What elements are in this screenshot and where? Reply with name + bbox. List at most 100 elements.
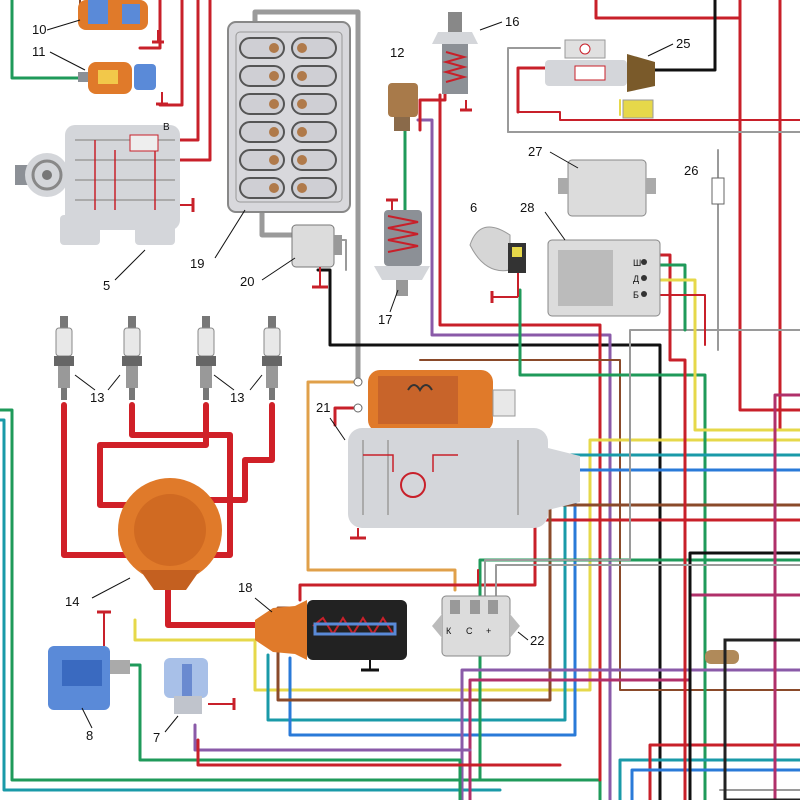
leader-13b [107, 374, 121, 391]
leader-14 [91, 577, 131, 599]
wire-red-lower [648, 743, 800, 802]
wire-white-22 [495, 564, 800, 601]
wire-blue-main [288, 468, 800, 737]
spark-plug-icon [196, 316, 216, 400]
hv-lead-4 [197, 402, 275, 503]
fuse-slot [291, 37, 337, 59]
label-5: 5 [103, 278, 110, 293]
label-13-right: 13 [230, 390, 244, 405]
alternator-pin-label: B [163, 122, 170, 133]
wire-green-top [10, 0, 80, 80]
wire-green-main [518, 288, 707, 802]
hv-lead-1 [61, 402, 138, 558]
wire-red-28 [653, 253, 687, 802]
leader-28 [544, 211, 566, 241]
leader-13c [213, 374, 235, 391]
wire-red-25 [516, 66, 547, 114]
spark-plug-icon [122, 316, 142, 400]
label-26: 26 [684, 163, 698, 178]
wire-red-long-25 [517, 111, 800, 121]
label-17: 17 [378, 312, 392, 327]
wire-red-top-1 [138, 0, 162, 50]
wire-red-top-2 [158, 0, 184, 107]
switch-pin-k: К [446, 626, 452, 636]
wire-white-25 [507, 47, 561, 133]
spark-plug-icon [262, 316, 282, 400]
fuse-contact [297, 127, 307, 137]
fuse-slot [239, 149, 285, 171]
leader-13d [249, 374, 263, 391]
switch-pin-plus: + [486, 626, 491, 636]
label-27: 27 [528, 144, 542, 159]
starter-terminal-2 [353, 403, 363, 413]
wire-red-top-4 [176, 0, 212, 162]
wire-green-28 [653, 263, 687, 332]
switch-module-icon [432, 595, 520, 657]
wire-red-28b [654, 294, 706, 346]
wire-blue-lower [630, 768, 800, 802]
label-11: 11 [32, 44, 46, 59]
wire-violet-7 [193, 723, 472, 752]
wire-violet-12 [416, 118, 612, 802]
leader-7 [164, 715, 179, 733]
fuse-contact [269, 71, 279, 81]
fuse-contact [269, 183, 279, 193]
spark-plug-icon [54, 316, 74, 400]
fuse-slot [239, 37, 285, 59]
fuse-icon [711, 177, 725, 205]
switch-pin-c: С [466, 626, 473, 636]
fuse-slot [239, 121, 285, 143]
label-7: 7 [153, 730, 160, 745]
fuse-contact [269, 127, 279, 137]
fuse-slot [239, 93, 285, 115]
starter-motor-icon [348, 370, 580, 540]
hv-lead-3 [97, 402, 209, 508]
leader-11 [49, 51, 86, 71]
sensor-icon [388, 83, 418, 131]
leader-10 [46, 19, 81, 31]
label-20: 20 [240, 274, 254, 289]
fuse-slots [239, 37, 337, 199]
pressure-sensor-icon [164, 658, 236, 714]
wire-green-8 [128, 663, 462, 802]
switch-orange-icon [78, 62, 168, 106]
distributor-icon [118, 478, 222, 590]
connector-right-icon [705, 638, 800, 802]
voltage-regulator-icon [547, 239, 661, 317]
leader-17 [389, 289, 399, 313]
leader-13a [74, 374, 96, 391]
leader-8 [81, 707, 93, 729]
label-8: 8 [86, 728, 93, 743]
spark-plugs [54, 316, 282, 400]
wire-orange-starter [306, 380, 457, 592]
reg-pin-sh: Ш [633, 258, 641, 268]
fuse-contact [269, 43, 279, 53]
label-14: 14 [65, 594, 79, 609]
fuse-contact [297, 183, 307, 193]
leader-25 [647, 43, 674, 57]
label-25: 25 [676, 36, 690, 51]
wire-red-top-3 [176, 0, 200, 142]
wire-magenta-right [773, 393, 800, 802]
fuse-slot [291, 177, 337, 199]
relay-orange-icon [78, 0, 164, 44]
leader-21 [329, 417, 346, 441]
reg-pin-d: Д [633, 274, 639, 284]
fuse-slot [291, 93, 337, 115]
wire-red-right-drop [738, 16, 800, 412]
wire-black-25 [653, 0, 717, 72]
starter-terminal-1 [353, 377, 363, 387]
wire-violet-lower [460, 668, 800, 802]
wire-green-left [0, 408, 602, 802]
leader-20 [261, 257, 296, 281]
leader-22 [517, 631, 529, 641]
fuse-slot [291, 149, 337, 171]
lamp-icon [469, 226, 526, 303]
label-10: 10 [32, 22, 46, 37]
fuse-slot [239, 65, 285, 87]
leader-18 [254, 597, 273, 613]
wire-red-7 [196, 738, 562, 767]
wire-yellow-main [133, 438, 800, 692]
